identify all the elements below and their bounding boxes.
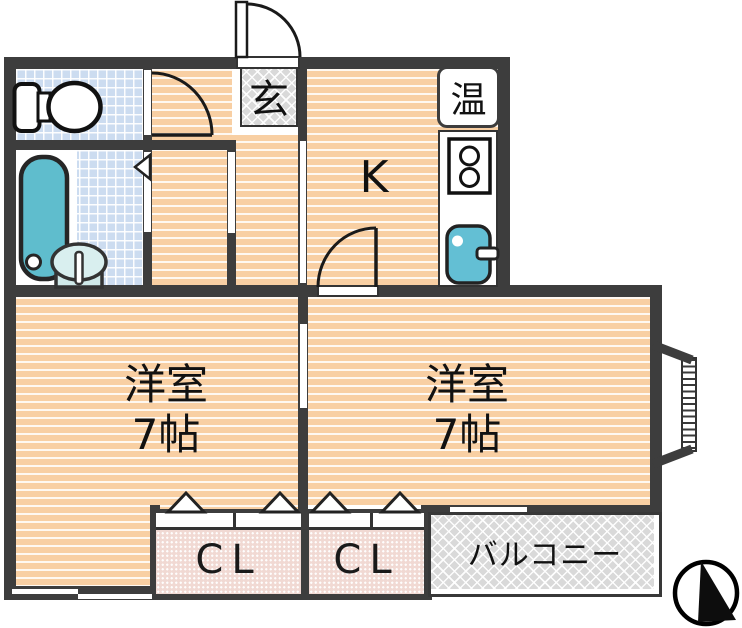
window-left-pane-a <box>12 589 78 594</box>
wall-rooms-divider <box>298 285 308 600</box>
room-right-size: 7帖 <box>432 409 502 459</box>
closet-left: CL <box>152 509 305 598</box>
room-right-floor <box>308 297 650 505</box>
closet-right-doors <box>309 513 424 530</box>
window-left-pane-b <box>78 594 152 599</box>
closet-left-door-divider <box>233 513 236 527</box>
room-left-name: 洋室 <box>123 360 208 409</box>
kitchen-counter <box>438 130 498 287</box>
wall-left <box>4 57 16 600</box>
water-heater-box: 温 <box>437 66 500 128</box>
bay-window-icon <box>681 357 697 452</box>
wall-right-upper <box>498 57 510 297</box>
entrance-door-icon <box>234 0 302 59</box>
balcony-door-pane-a <box>450 507 527 513</box>
room-right-name: 洋室 <box>424 360 509 409</box>
kitchen-label: K <box>348 151 400 203</box>
bathroom-door-opening <box>144 152 151 232</box>
north-compass-icon <box>672 559 740 627</box>
closet-left-doors <box>156 513 301 530</box>
closet-right-label: CL <box>333 537 400 583</box>
kitchen-door-threshold <box>317 285 379 297</box>
washroom-door-opening <box>228 152 235 233</box>
kitchen-label-text: K <box>359 151 389 203</box>
water-heater-label: 温 <box>450 80 487 121</box>
bathroom-floor <box>16 150 143 285</box>
balcony-label: バルコニー <box>467 537 623 573</box>
closet-right: CL <box>305 509 428 598</box>
wall-toilet-bath-divider <box>4 140 236 150</box>
room-right-label: 洋室 7帖 <box>397 360 537 459</box>
balcony: バルコニー <box>428 512 662 597</box>
toilet-room-floor <box>16 69 143 140</box>
rooms-sliding-opening <box>300 324 307 408</box>
room-left-size: 7帖 <box>131 409 201 459</box>
hall-kitchen-opening <box>300 141 306 283</box>
closet-right-door-divider <box>370 513 373 527</box>
closet-left-label: CL <box>195 537 262 583</box>
entrance-threshold <box>236 56 300 69</box>
toilet-door-opening <box>144 70 151 135</box>
entrance-area: 玄 <box>240 64 298 127</box>
room-left-label: 洋室 7帖 <box>96 360 236 459</box>
entrance-label: 玄 <box>249 76 289 123</box>
